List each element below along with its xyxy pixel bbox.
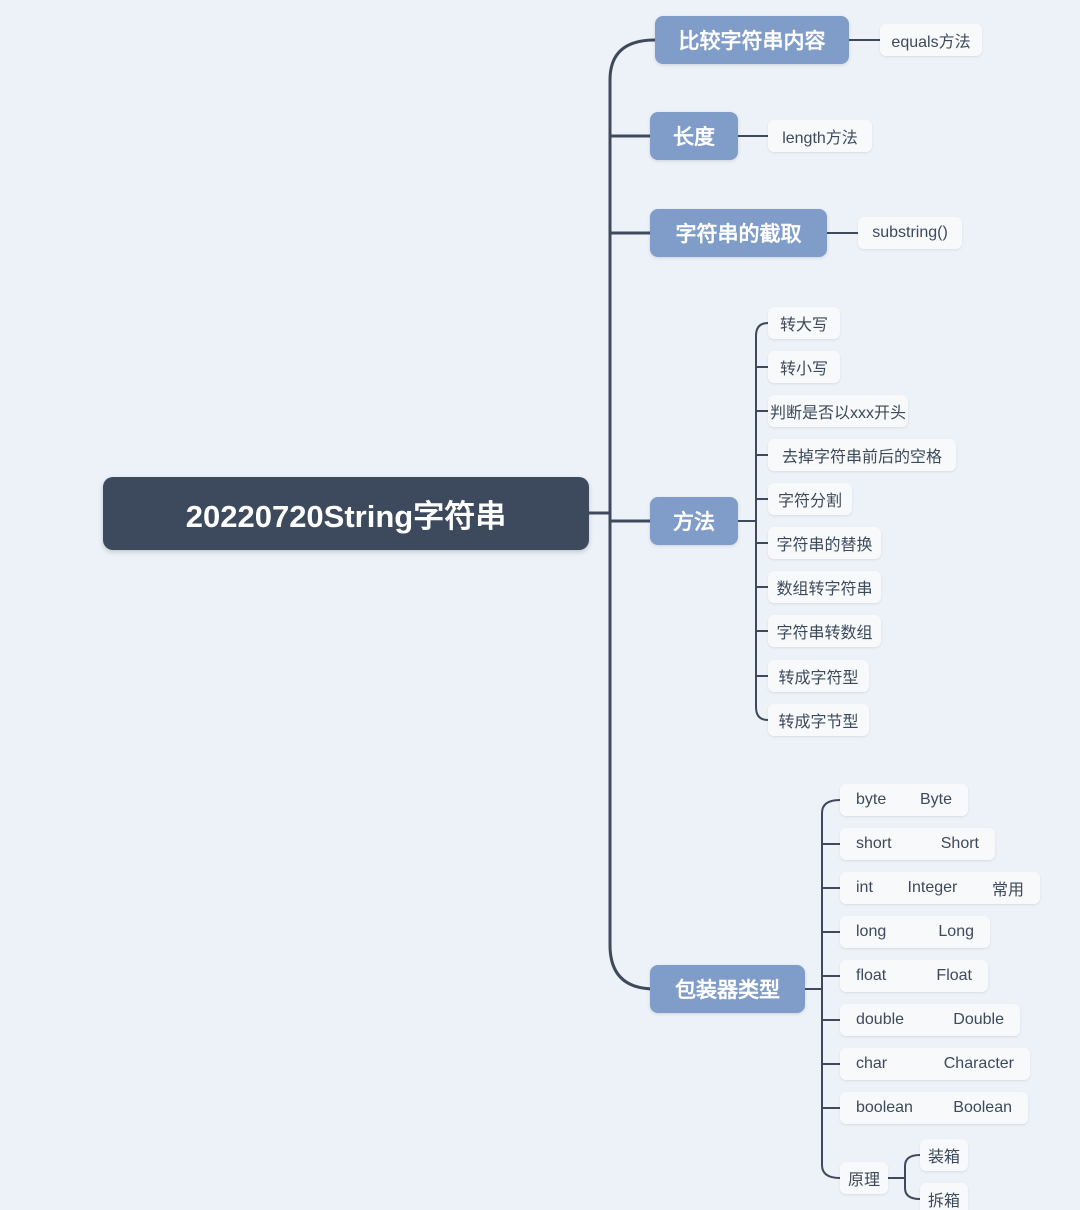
primitive-type-label: char — [856, 1055, 888, 1072]
leaf-length-method[interactable]: length方法 — [768, 120, 872, 152]
leaf-boxing[interactable]: 装箱 — [920, 1139, 968, 1171]
leaf-method-trim[interactable]: 去掉字符串前后的空格 — [768, 439, 956, 471]
leaf-pair-short[interactable]: short Short — [840, 828, 995, 860]
primitive-type-label: short — [856, 835, 892, 852]
leaf-unboxing[interactable]: 拆箱 — [920, 1183, 968, 1210]
leaf-pair-byte[interactable]: byte Byte — [840, 784, 968, 816]
leaf-equals-method[interactable]: equals方法 — [880, 24, 982, 56]
primitive-type-label: long — [856, 923, 887, 940]
leaf-method-startswith[interactable]: 判断是否以xxx开头 — [768, 395, 908, 427]
leaf-pair-int[interactable]: int Integer 常用 — [840, 872, 1040, 904]
wrapper-class-label: Character — [943, 1055, 1014, 1072]
leaf-method-replace[interactable]: 字符串的替换 — [768, 527, 881, 559]
leaf-principle[interactable]: 原理 — [840, 1162, 888, 1194]
wrapper-class-label: Short — [940, 835, 979, 852]
wrapper-class-label: Byte — [919, 791, 952, 808]
branch-substring[interactable]: 字符串的截取 — [650, 209, 827, 257]
branch-wrapper-types[interactable]: 包装器类型 — [650, 965, 805, 1013]
leaf-pair-double[interactable]: double Double — [840, 1004, 1020, 1036]
leaf-pair-boolean[interactable]: boolean Boolean — [840, 1092, 1028, 1124]
leaf-method-to-char[interactable]: 转成字符型 — [768, 660, 869, 692]
wrapper-class-label: Integer — [907, 879, 958, 896]
leaf-pair-char[interactable]: char Character — [840, 1048, 1030, 1080]
branch-compare-strings[interactable]: 比较字符串内容 — [655, 16, 849, 64]
wrapper-class-label: Float — [936, 967, 972, 984]
leaf-method-tolowercase[interactable]: 转小写 — [768, 351, 840, 383]
primitive-type-label: boolean — [856, 1099, 913, 1116]
leaf-method-array-to-string[interactable]: 数组转字符串 — [768, 571, 881, 603]
primitive-type-label: int — [856, 879, 873, 896]
wrapper-class-label: Double — [953, 1011, 1004, 1028]
leaf-method-touppercase[interactable]: 转大写 — [768, 307, 840, 339]
primitive-type-label: double — [856, 1011, 905, 1028]
common-use-note: 常用 — [991, 882, 1024, 899]
leaf-pair-long[interactable]: long Long — [840, 916, 990, 948]
leaf-method-split[interactable]: 字符分割 — [768, 483, 852, 515]
root-node[interactable]: 20220720String字符串 — [103, 477, 589, 550]
leaf-method-to-byte[interactable]: 转成字节型 — [768, 704, 869, 736]
branch-methods[interactable]: 方法 — [650, 497, 738, 545]
main-branch-lines — [587, 38, 657, 991]
primitive-type-label: float — [856, 967, 887, 984]
primitive-type-label: byte — [856, 791, 887, 808]
leaf-pair-float[interactable]: float Float — [840, 960, 988, 992]
wrapper-class-label: Long — [938, 923, 974, 940]
leaf-method-string-to-array[interactable]: 字符串转数组 — [768, 615, 881, 647]
branch-length[interactable]: 长度 — [650, 112, 738, 160]
wrapper-class-label: Boolean — [953, 1099, 1012, 1116]
leaf-substring-method[interactable]: substring() — [858, 217, 962, 249]
